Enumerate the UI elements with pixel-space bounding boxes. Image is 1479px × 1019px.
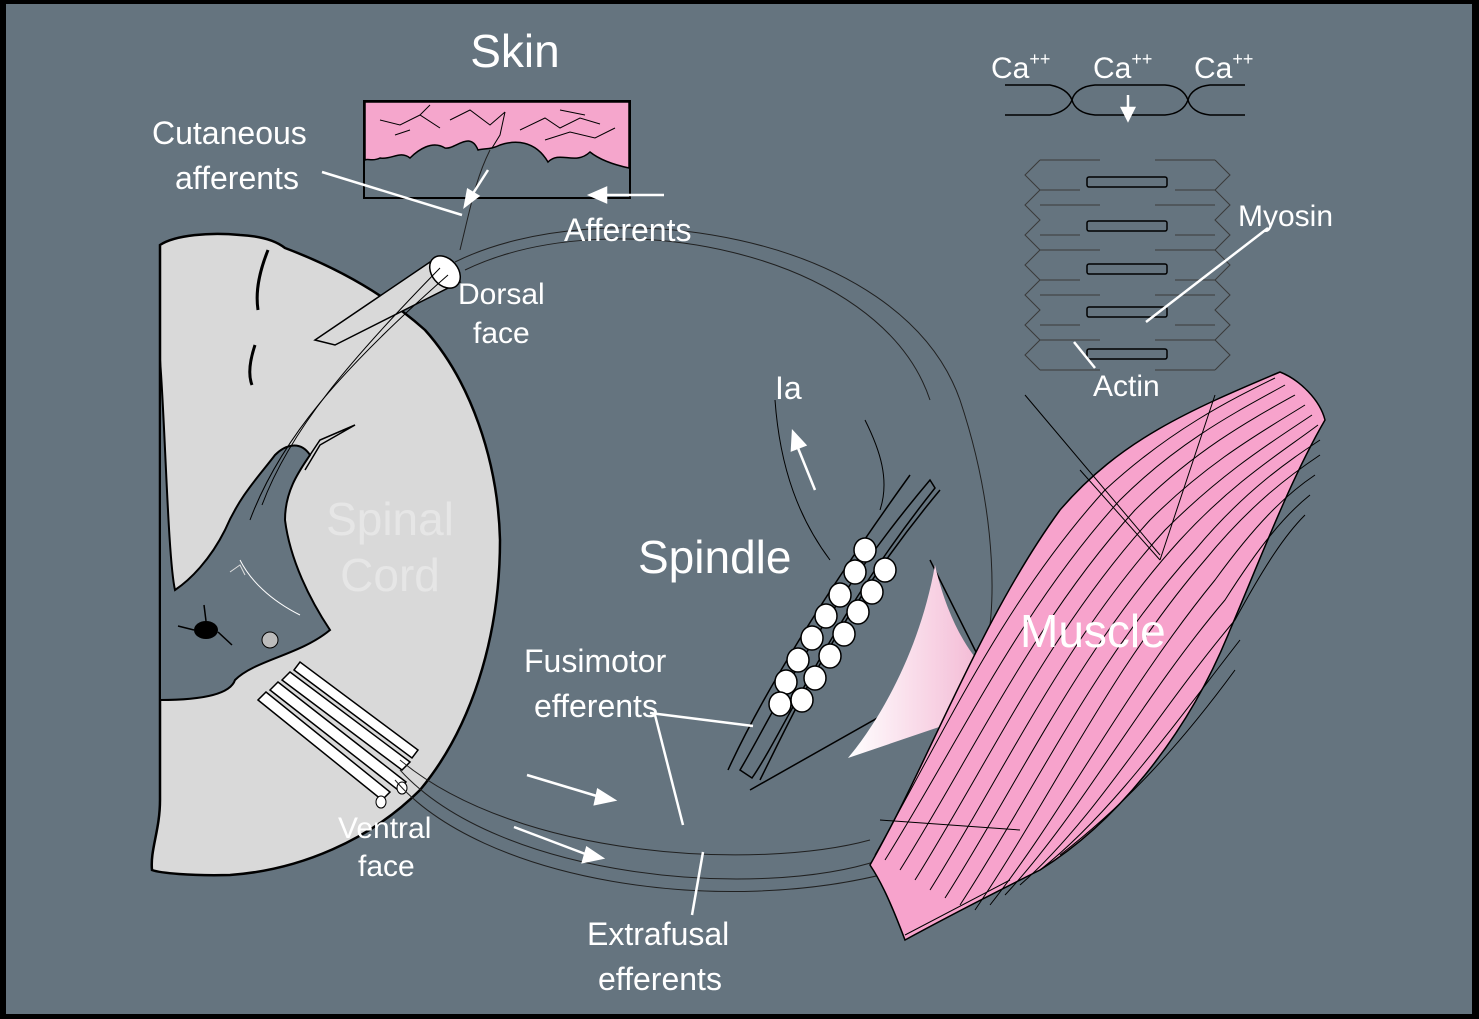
cutaneous-afferents-label-line2: afferents [175,162,299,194]
calcium-label-1: Ca++ [991,54,1050,84]
spindle-label: Spindle [638,534,791,580]
myosin-filaments [1087,177,1167,359]
spinal-cord-label-line1: Spinal [310,496,470,542]
fusimotor-leader-b [655,715,683,825]
dorsal-face-label-line2: face [473,319,530,349]
extrafusal-leader [692,852,703,915]
skin-label: Skin [460,28,570,74]
extrafusal-efferents-label-line2: efferents [598,963,722,995]
ventral-face-label-line2: face [358,852,415,882]
skin-block [364,101,630,198]
myosin-leader [1146,228,1268,322]
dorsal-face-label-line1: Dorsal [458,280,545,310]
arrow-efferent-2 [514,827,602,862]
ventral-face-label-line1: Ventral [338,814,431,844]
fusimotor-efferents-label-line2: efferents [534,690,658,722]
afferents-label: Afferents [564,214,691,246]
calcium-label-2: Ca++ [1093,54,1152,84]
cutaneous-afferents-label-line1: Cutaneous [152,117,307,149]
extrafusal-efferents-label-line1: Extrafusal [587,918,729,950]
arrow-calcium [1122,95,1134,120]
myosin-label: Myosin [1238,202,1333,232]
calcium-label-3: Ca++ [1194,54,1253,84]
arrow-ia [792,432,815,490]
fusimotor-efferents-label-line1: Fusimotor [524,645,666,677]
ia-label: Ia [775,372,802,404]
spinal-cord-label-line2: Cord [310,552,470,598]
fusimotor-leader-a [650,713,753,726]
arrow-efferent-1 [527,775,614,804]
diagram-canvas [6,4,1472,1014]
muscle-label: Muscle [1020,608,1166,654]
slide: Skin Cutaneous afferents Afferents Dorsa… [6,4,1472,1014]
actin-label: Actin [1093,372,1160,402]
